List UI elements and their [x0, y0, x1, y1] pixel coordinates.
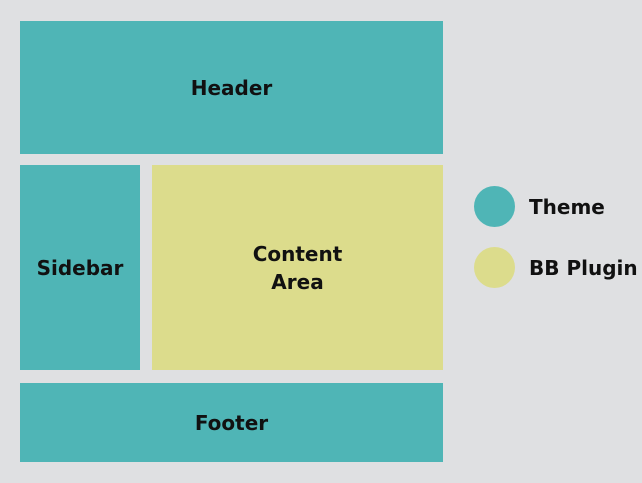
legend-label-bb-plugin: BB Plugin — [529, 255, 638, 280]
content-area-block: Content Area — [152, 165, 443, 370]
legend-label-theme: Theme — [529, 194, 605, 219]
footer-label: Footer — [194, 410, 269, 435]
legend-swatch-theme — [474, 186, 515, 227]
header-label: Header — [190, 75, 273, 100]
legend-swatch-bb-plugin — [474, 247, 515, 288]
sidebar-block: Sidebar — [20, 165, 140, 370]
footer-block: Footer — [20, 383, 443, 462]
legend-item-theme: Theme — [474, 186, 605, 227]
sidebar-label: Sidebar — [36, 255, 124, 280]
legend-item-bb-plugin: BB Plugin — [474, 247, 638, 288]
header-block: Header — [20, 21, 443, 154]
content-area-label: Content Area — [252, 241, 343, 294]
